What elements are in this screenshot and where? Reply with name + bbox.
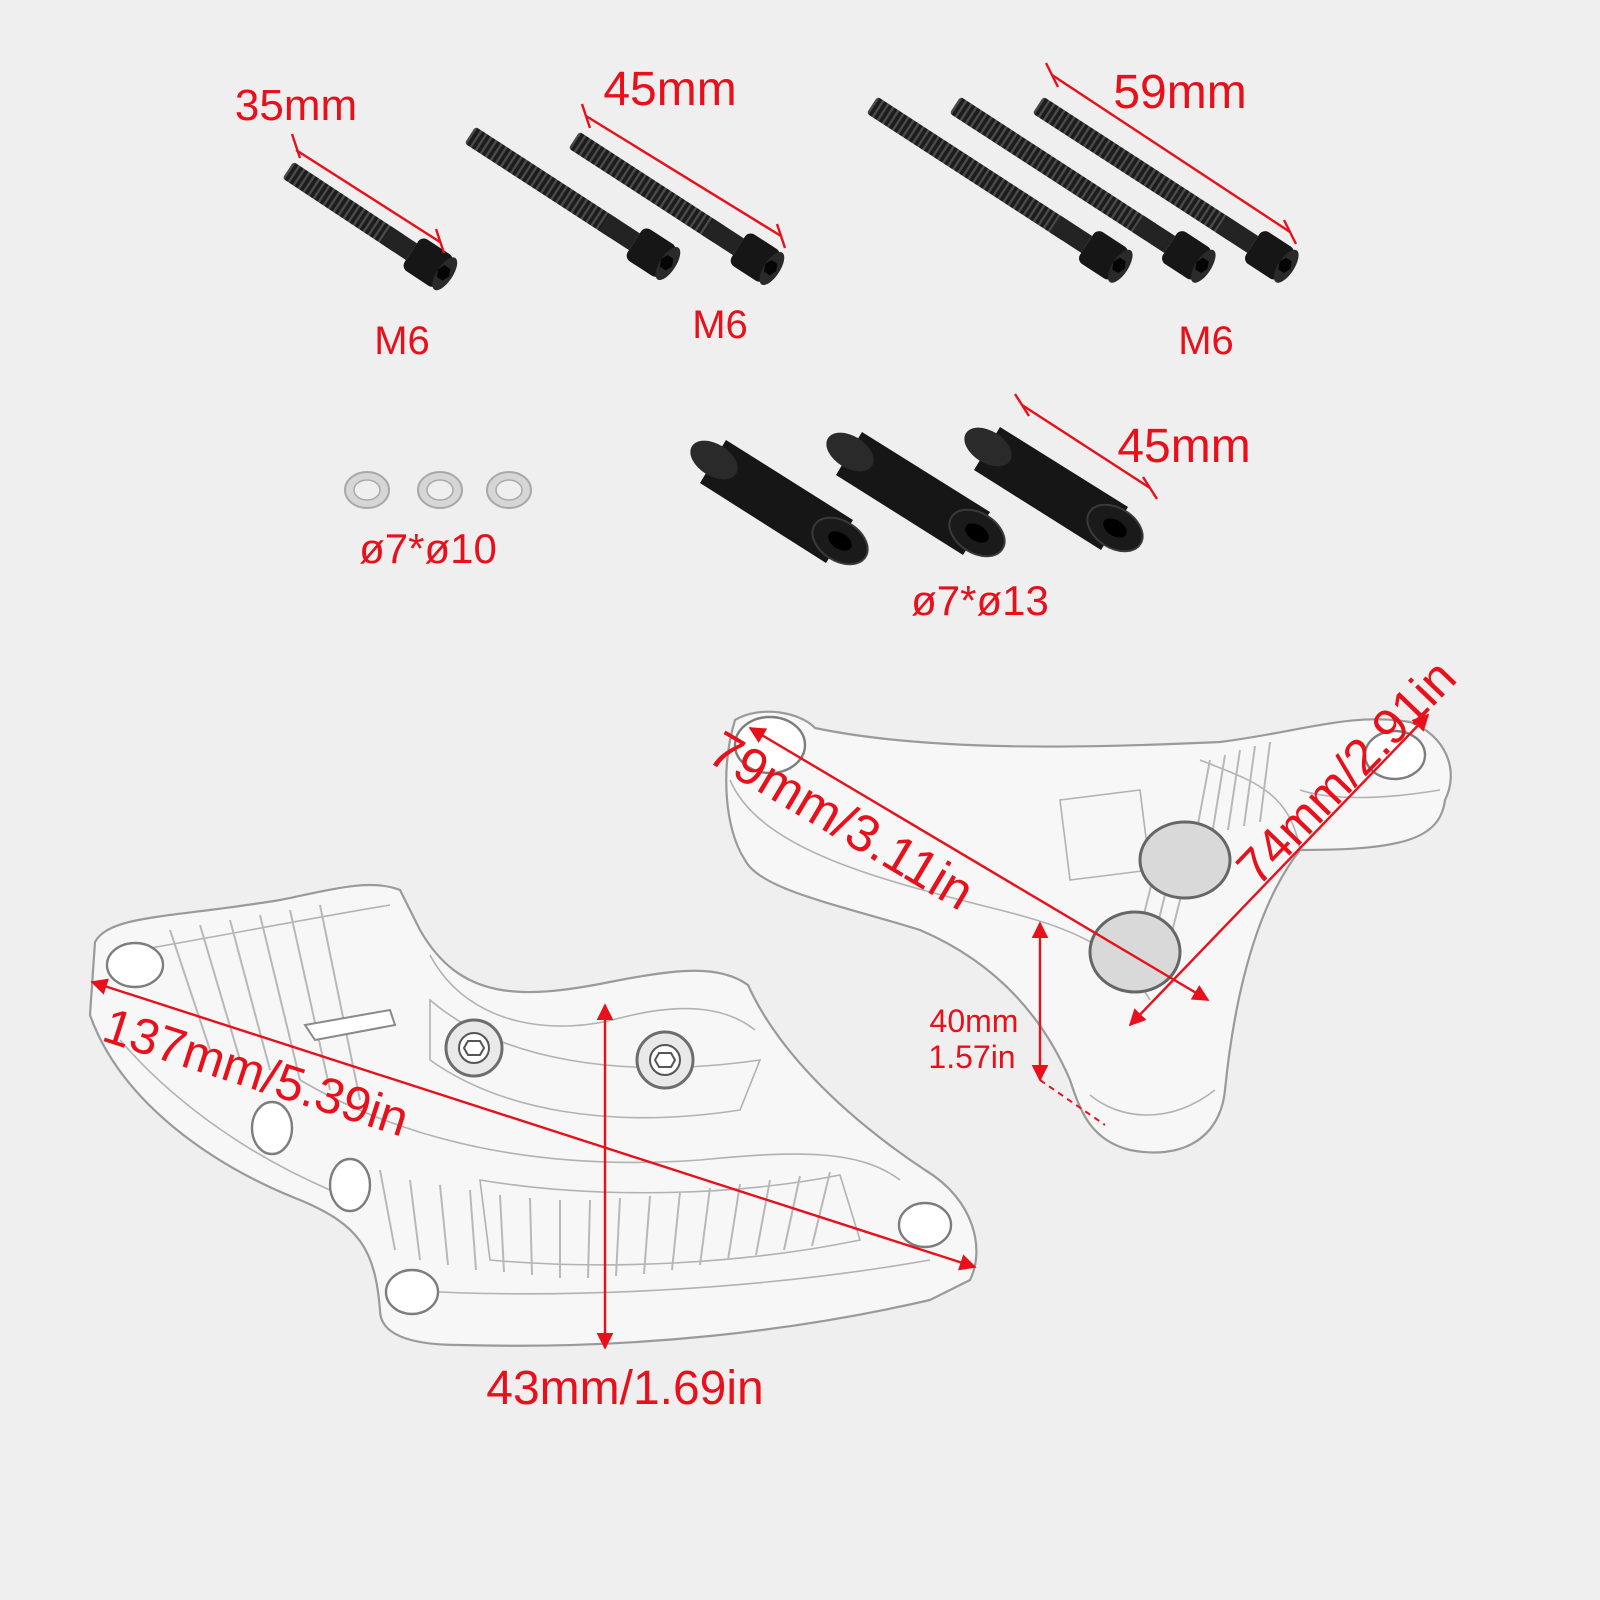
bracket-height-label-mm: 40mm [930,1003,1019,1039]
spacer-size-label: ø7*ø13 [911,577,1049,624]
plate-contour [399,1259,931,1295]
washer [486,471,532,509]
bolt-group-45mm: 45mm M6 [465,63,787,347]
spacer [826,432,1006,558]
dimension-tick [1282,219,1298,245]
spacer-bore [1088,910,1182,994]
dimension-line-bolt-35mm [295,148,441,244]
spacer [690,440,869,566]
dimension-tick [1141,476,1159,500]
bolt-group-59mm: 59mm M6 [867,62,1299,363]
dimension-arrow-bracket-width [1128,713,1430,1027]
dimension-tick [1044,62,1060,88]
bolt-thread-label: M6 [1178,319,1234,363]
washer [417,471,463,509]
bolt-59mm-a [867,97,1133,283]
bolt-35mm [283,162,458,291]
spacer [964,427,1144,553]
mounting-hole [384,1268,440,1316]
dimension-line-bolt-45mm [585,114,782,238]
dimension-arrow-plate-width [90,978,977,1271]
washer [344,471,390,509]
mounting-hole [897,1201,953,1249]
bolt-59mm-c [1033,97,1299,283]
washer-group: ø7*ø10 [344,471,532,572]
bolt-45mm-a [465,127,681,281]
mounting-hole [328,1157,372,1213]
dimension-tick [1013,393,1031,417]
dimension-line-bolt-59mm [1051,73,1291,234]
dimension-tick [580,103,592,129]
dimension-tick [775,223,787,249]
dimension-line-spacer [1021,403,1151,490]
plate-height-label: 43mm/1.69in [486,1362,763,1415]
bolt-thread-label: M6 [374,319,430,363]
bolt-length-label: 45mm [603,63,736,116]
bolt-59mm-b [950,97,1216,283]
spacer-group: 45mm ø7*ø13 [690,393,1251,624]
dimension-tick [290,133,302,159]
socket-screw-icon [635,1030,695,1090]
mounting-hole [105,941,165,989]
bolt-45mm-b [569,132,785,286]
bracket-height-label-in: 1.57in [928,1039,1015,1075]
washer-size-label: ø7*ø10 [359,525,497,572]
dimension-guide-dashed [1039,1079,1106,1126]
bolt-length-label: 35mm [235,81,357,130]
spacer-length-label: 45mm [1117,420,1250,473]
socket-screw-icon [444,1018,504,1078]
right-frame-slider-bracket: 79mm/3.11in 74mm/2.91in 40mm 1.57in [699,649,1467,1154]
bolt-length-label: 59mm [1113,66,1246,119]
bolt-thread-label: M6 [692,303,748,347]
bracket-contour [1089,1089,1216,1116]
dimension-tick [434,228,446,254]
bolt-group-35mm: 35mm M6 [235,81,458,363]
spacer-bore [1138,820,1232,900]
